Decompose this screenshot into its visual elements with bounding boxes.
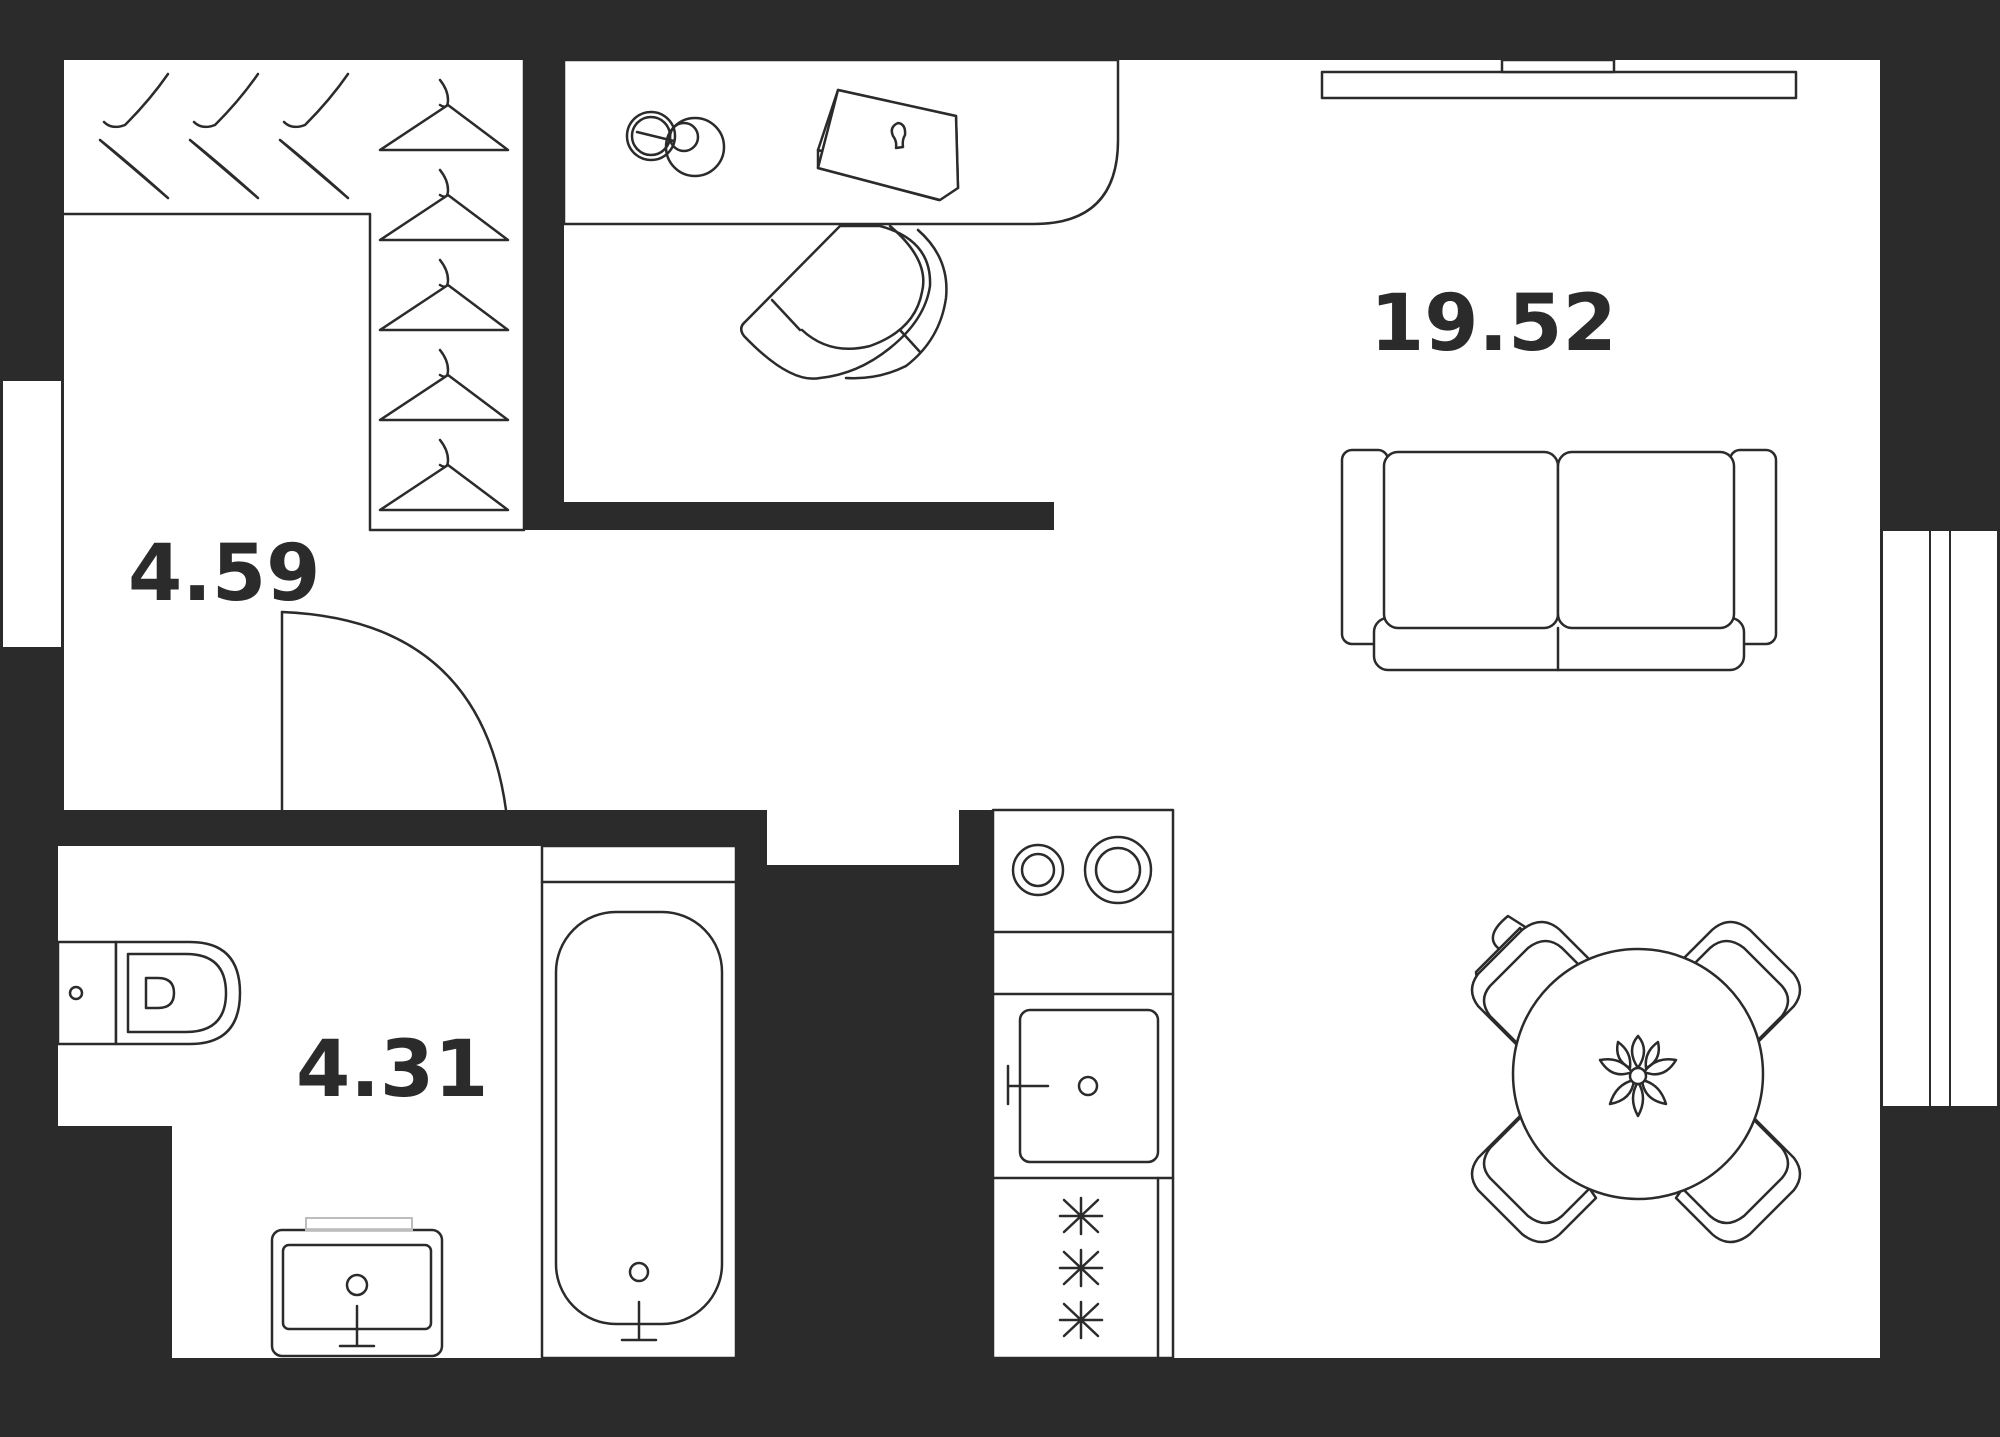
- window-left: [1, 379, 63, 649]
- dining-set: [1470, 914, 1802, 1244]
- desk-partition-base: [564, 502, 1054, 530]
- desk: [562, 58, 1120, 226]
- chair-bottom-right: [1674, 1102, 1802, 1244]
- toilet: [56, 940, 242, 1046]
- bathroom-sink: [270, 1217, 444, 1358]
- hall-door: [280, 610, 508, 812]
- office-chair: [740, 224, 948, 380]
- kitchen-sink: [1006, 1008, 1160, 1164]
- desk-partition-wall: [524, 60, 564, 530]
- bathroom-area: 4.31: [296, 1025, 488, 1115]
- flower-icon: [1598, 1034, 1678, 1118]
- hall-area: 4.59: [128, 529, 320, 619]
- living-room-area: 19.52: [1370, 279, 1617, 369]
- chair-bottom-left: [1470, 1102, 1598, 1244]
- window-right: [1881, 529, 1999, 1108]
- sofa: [1340, 448, 1778, 672]
- bathtub: [540, 844, 738, 1360]
- cooktop: [1011, 835, 1153, 905]
- dishwasher: [1058, 1196, 1104, 1340]
- tv-unit: [1320, 58, 1798, 100]
